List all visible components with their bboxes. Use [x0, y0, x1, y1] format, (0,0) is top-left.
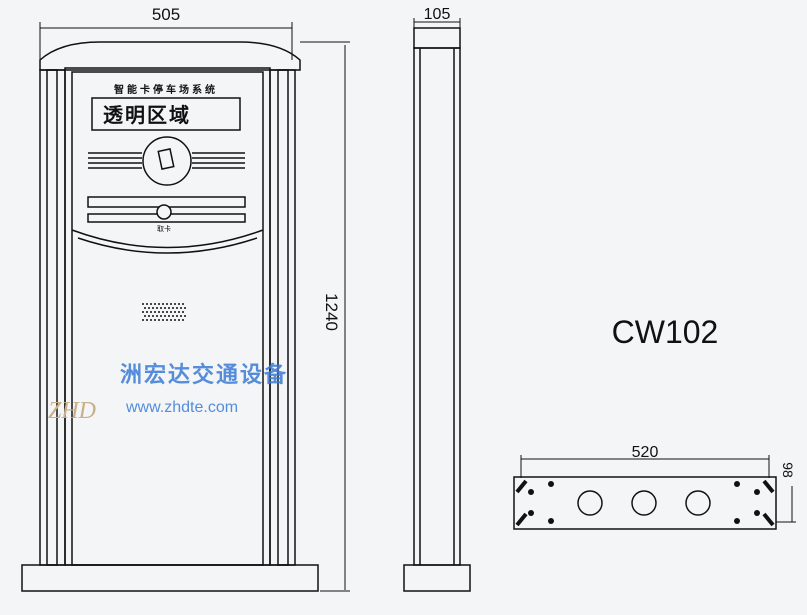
grille-hole: [178, 319, 180, 321]
grille-hole: [150, 311, 152, 313]
dimension-lines: [39, 18, 796, 592]
watermark-company: 洲宏达交通设备: [120, 362, 288, 387]
left-post-inner: [46, 69, 58, 566]
grille-hole: [184, 315, 186, 317]
grille-hole: [156, 315, 158, 317]
grille-hole: [156, 307, 158, 309]
grille-hole: [166, 303, 168, 305]
grille-hole: [168, 315, 170, 317]
grille-hole: [154, 311, 156, 313]
ticket-slot-lower: [87, 213, 246, 223]
grille-hole: [150, 319, 152, 321]
system-title: 智能卡停车场系统: [114, 83, 218, 96]
card-icon: [157, 148, 175, 170]
height-label: 1240: [322, 293, 341, 331]
front-base: [21, 564, 319, 592]
grille-hole: [162, 311, 164, 313]
side-post: [413, 47, 461, 566]
watermark-logo: ZHD: [48, 398, 96, 424]
base-width-label: 520: [632, 444, 659, 461]
grille-hole: [142, 303, 144, 305]
grille-hole: [166, 319, 168, 321]
grille-hole: [164, 315, 166, 317]
grille-hole: [146, 319, 148, 321]
grille-hole: [178, 303, 180, 305]
grille-hole: [154, 303, 156, 305]
grille-hole: [176, 307, 178, 309]
grille-hole: [150, 303, 152, 305]
grille-hole: [182, 311, 184, 313]
grille-hole: [182, 319, 184, 321]
grille-hole: [148, 315, 150, 317]
grille-hole: [142, 319, 144, 321]
body-panel-inner: [71, 71, 264, 566]
grille-hole: [170, 303, 172, 305]
grille-hole: [174, 319, 176, 321]
panel-curve-inner: [77, 237, 258, 254]
grille-hole: [184, 307, 186, 309]
grille-hole: [170, 319, 172, 321]
left-post: [39, 69, 66, 566]
base-plate: [513, 476, 777, 530]
grille-hole: [168, 307, 170, 309]
reader-stripes: [88, 152, 245, 169]
grille-hole: [170, 311, 172, 313]
right-post-inner: [277, 69, 289, 566]
grille-hole: [172, 315, 174, 317]
grille-hole: [158, 311, 160, 313]
grille-hole: [162, 303, 164, 305]
front-width-label: 505: [152, 5, 180, 24]
grille-hole: [148, 307, 150, 309]
grille-hole: [154, 319, 156, 321]
grille-hole: [142, 311, 144, 313]
grille-hole: [180, 315, 182, 317]
grille-hole: [174, 311, 176, 313]
grille-hole: [178, 311, 180, 313]
top-cap: [39, 41, 301, 71]
grille-hole: [160, 307, 162, 309]
ticket-button-label: 取卡: [157, 224, 171, 233]
side-cap: [413, 27, 461, 49]
grille-hole: [164, 307, 166, 309]
grille-hole: [160, 315, 162, 317]
ticket-button-icon: [156, 204, 172, 220]
model-label: CW102: [612, 314, 719, 350]
grille-hole: [182, 303, 184, 305]
grille-hole: [166, 311, 168, 313]
grille-hole: [162, 319, 164, 321]
grille-hole: [146, 303, 148, 305]
front-view: [21, 41, 319, 592]
watermark: ZHD 洲宏达交通设备 www.zhdte.com: [48, 362, 288, 424]
panel-curve: [71, 229, 264, 249]
watermark-url: www.zhdte.com: [125, 399, 238, 416]
grille-hole: [174, 303, 176, 305]
grille-hole: [152, 315, 154, 317]
display-label: 透明区域: [103, 103, 191, 127]
card-reader-icon: [142, 136, 192, 186]
display-window: [91, 97, 241, 131]
body-panel: [64, 67, 271, 566]
side-width-label: 105: [424, 6, 451, 23]
grille-hole: [144, 307, 146, 309]
grille-hole: [180, 307, 182, 309]
grille-hole: [176, 315, 178, 317]
side-view: [403, 27, 471, 592]
grille-hole: [158, 319, 160, 321]
grille-hole: [152, 307, 154, 309]
grille-hole: [172, 307, 174, 309]
right-post: [269, 69, 296, 566]
side-base: [403, 564, 471, 592]
speaker-grille-icon: [142, 303, 186, 321]
grille-hole: [144, 315, 146, 317]
base-depth-label: 98: [780, 462, 796, 478]
base-plan: [513, 476, 777, 530]
grille-hole: [146, 311, 148, 313]
grille-hole: [158, 303, 160, 305]
